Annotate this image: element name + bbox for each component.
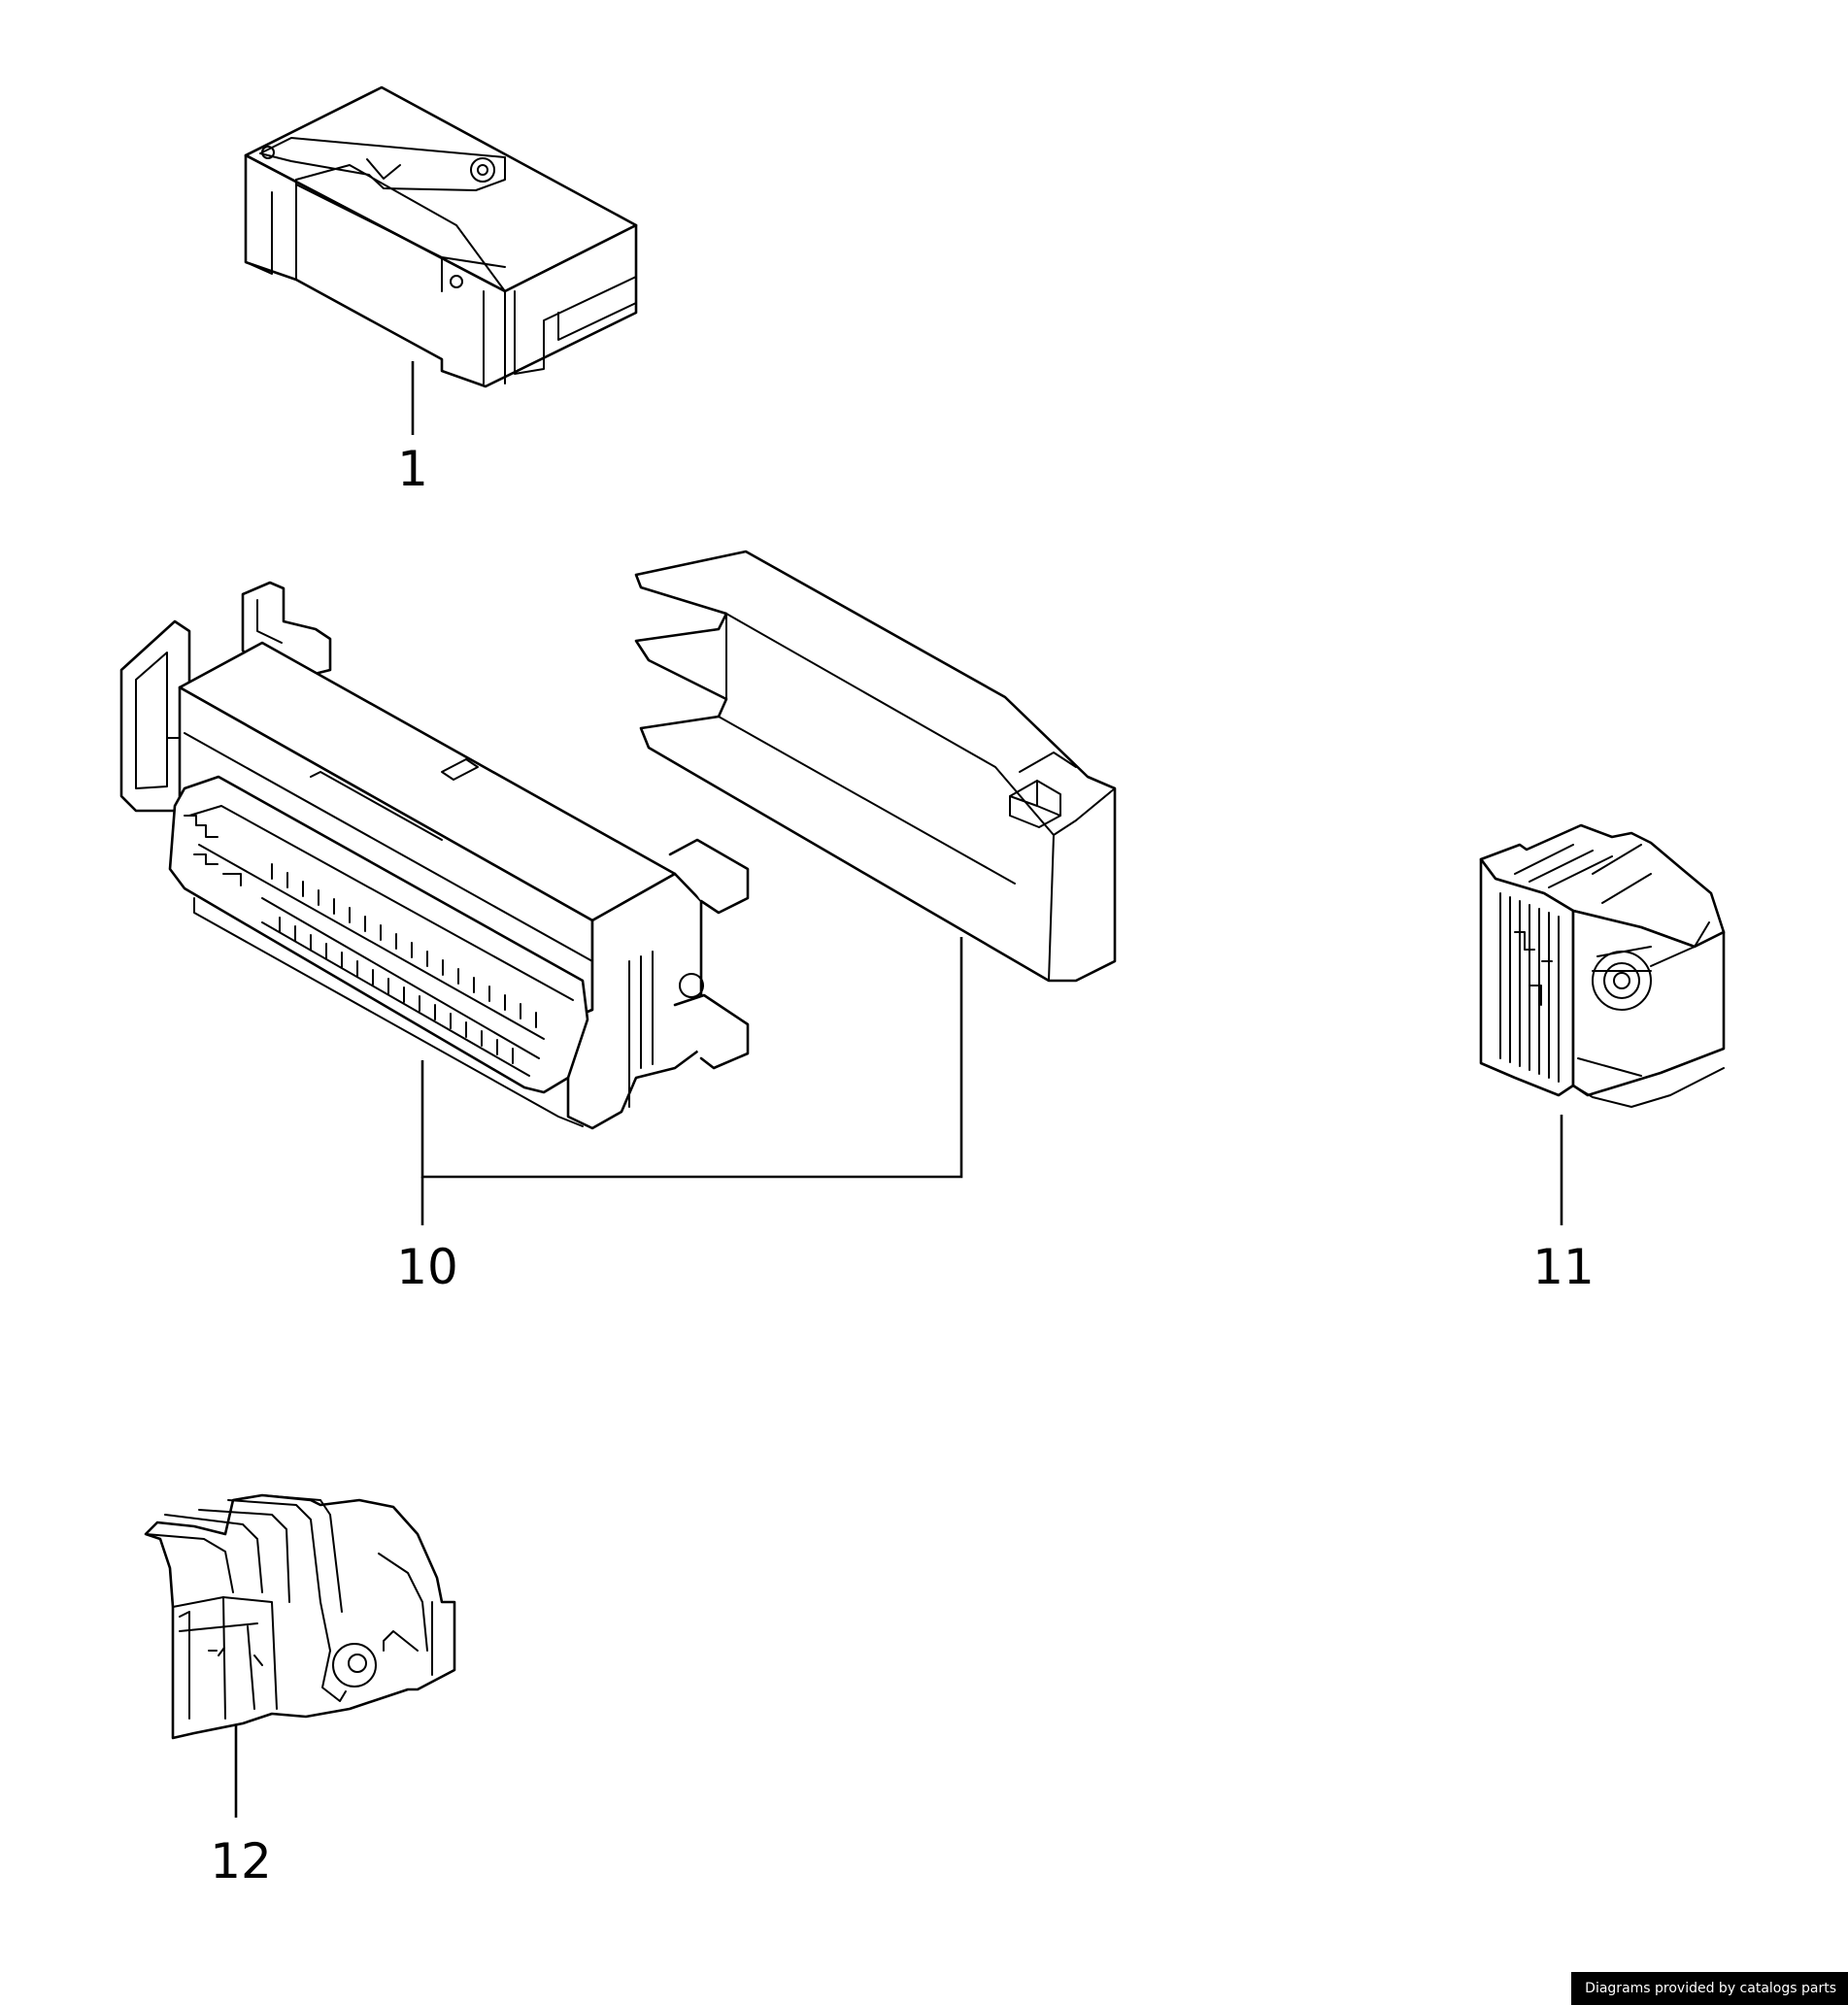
part-11-callout: 11 — [1532, 1239, 1595, 1295]
part-1-callout: 1 — [397, 441, 428, 497]
locking-lever-connector-icon — [144, 1493, 456, 1740]
part-11-drawing[interactable]: 11 — [1479, 823, 1726, 1295]
part-12-callout: 12 — [210, 1833, 272, 1889]
part-12-drawing[interactable]: 12 — [144, 1493, 456, 1889]
part-10-callout: 10 — [396, 1239, 458, 1295]
multi-pin-connector-with-cover-icon — [119, 550, 1117, 1130]
small-connector-housing-icon — [1479, 823, 1726, 1108]
part-10-drawing[interactable]: 10 — [119, 550, 1117, 1295]
credit-footer: Diagrams provided by catalogs parts — [1571, 1972, 1848, 2005]
ecu-connector-housing-icon — [244, 85, 638, 388]
part-1-drawing[interactable]: 1 — [244, 85, 638, 497]
